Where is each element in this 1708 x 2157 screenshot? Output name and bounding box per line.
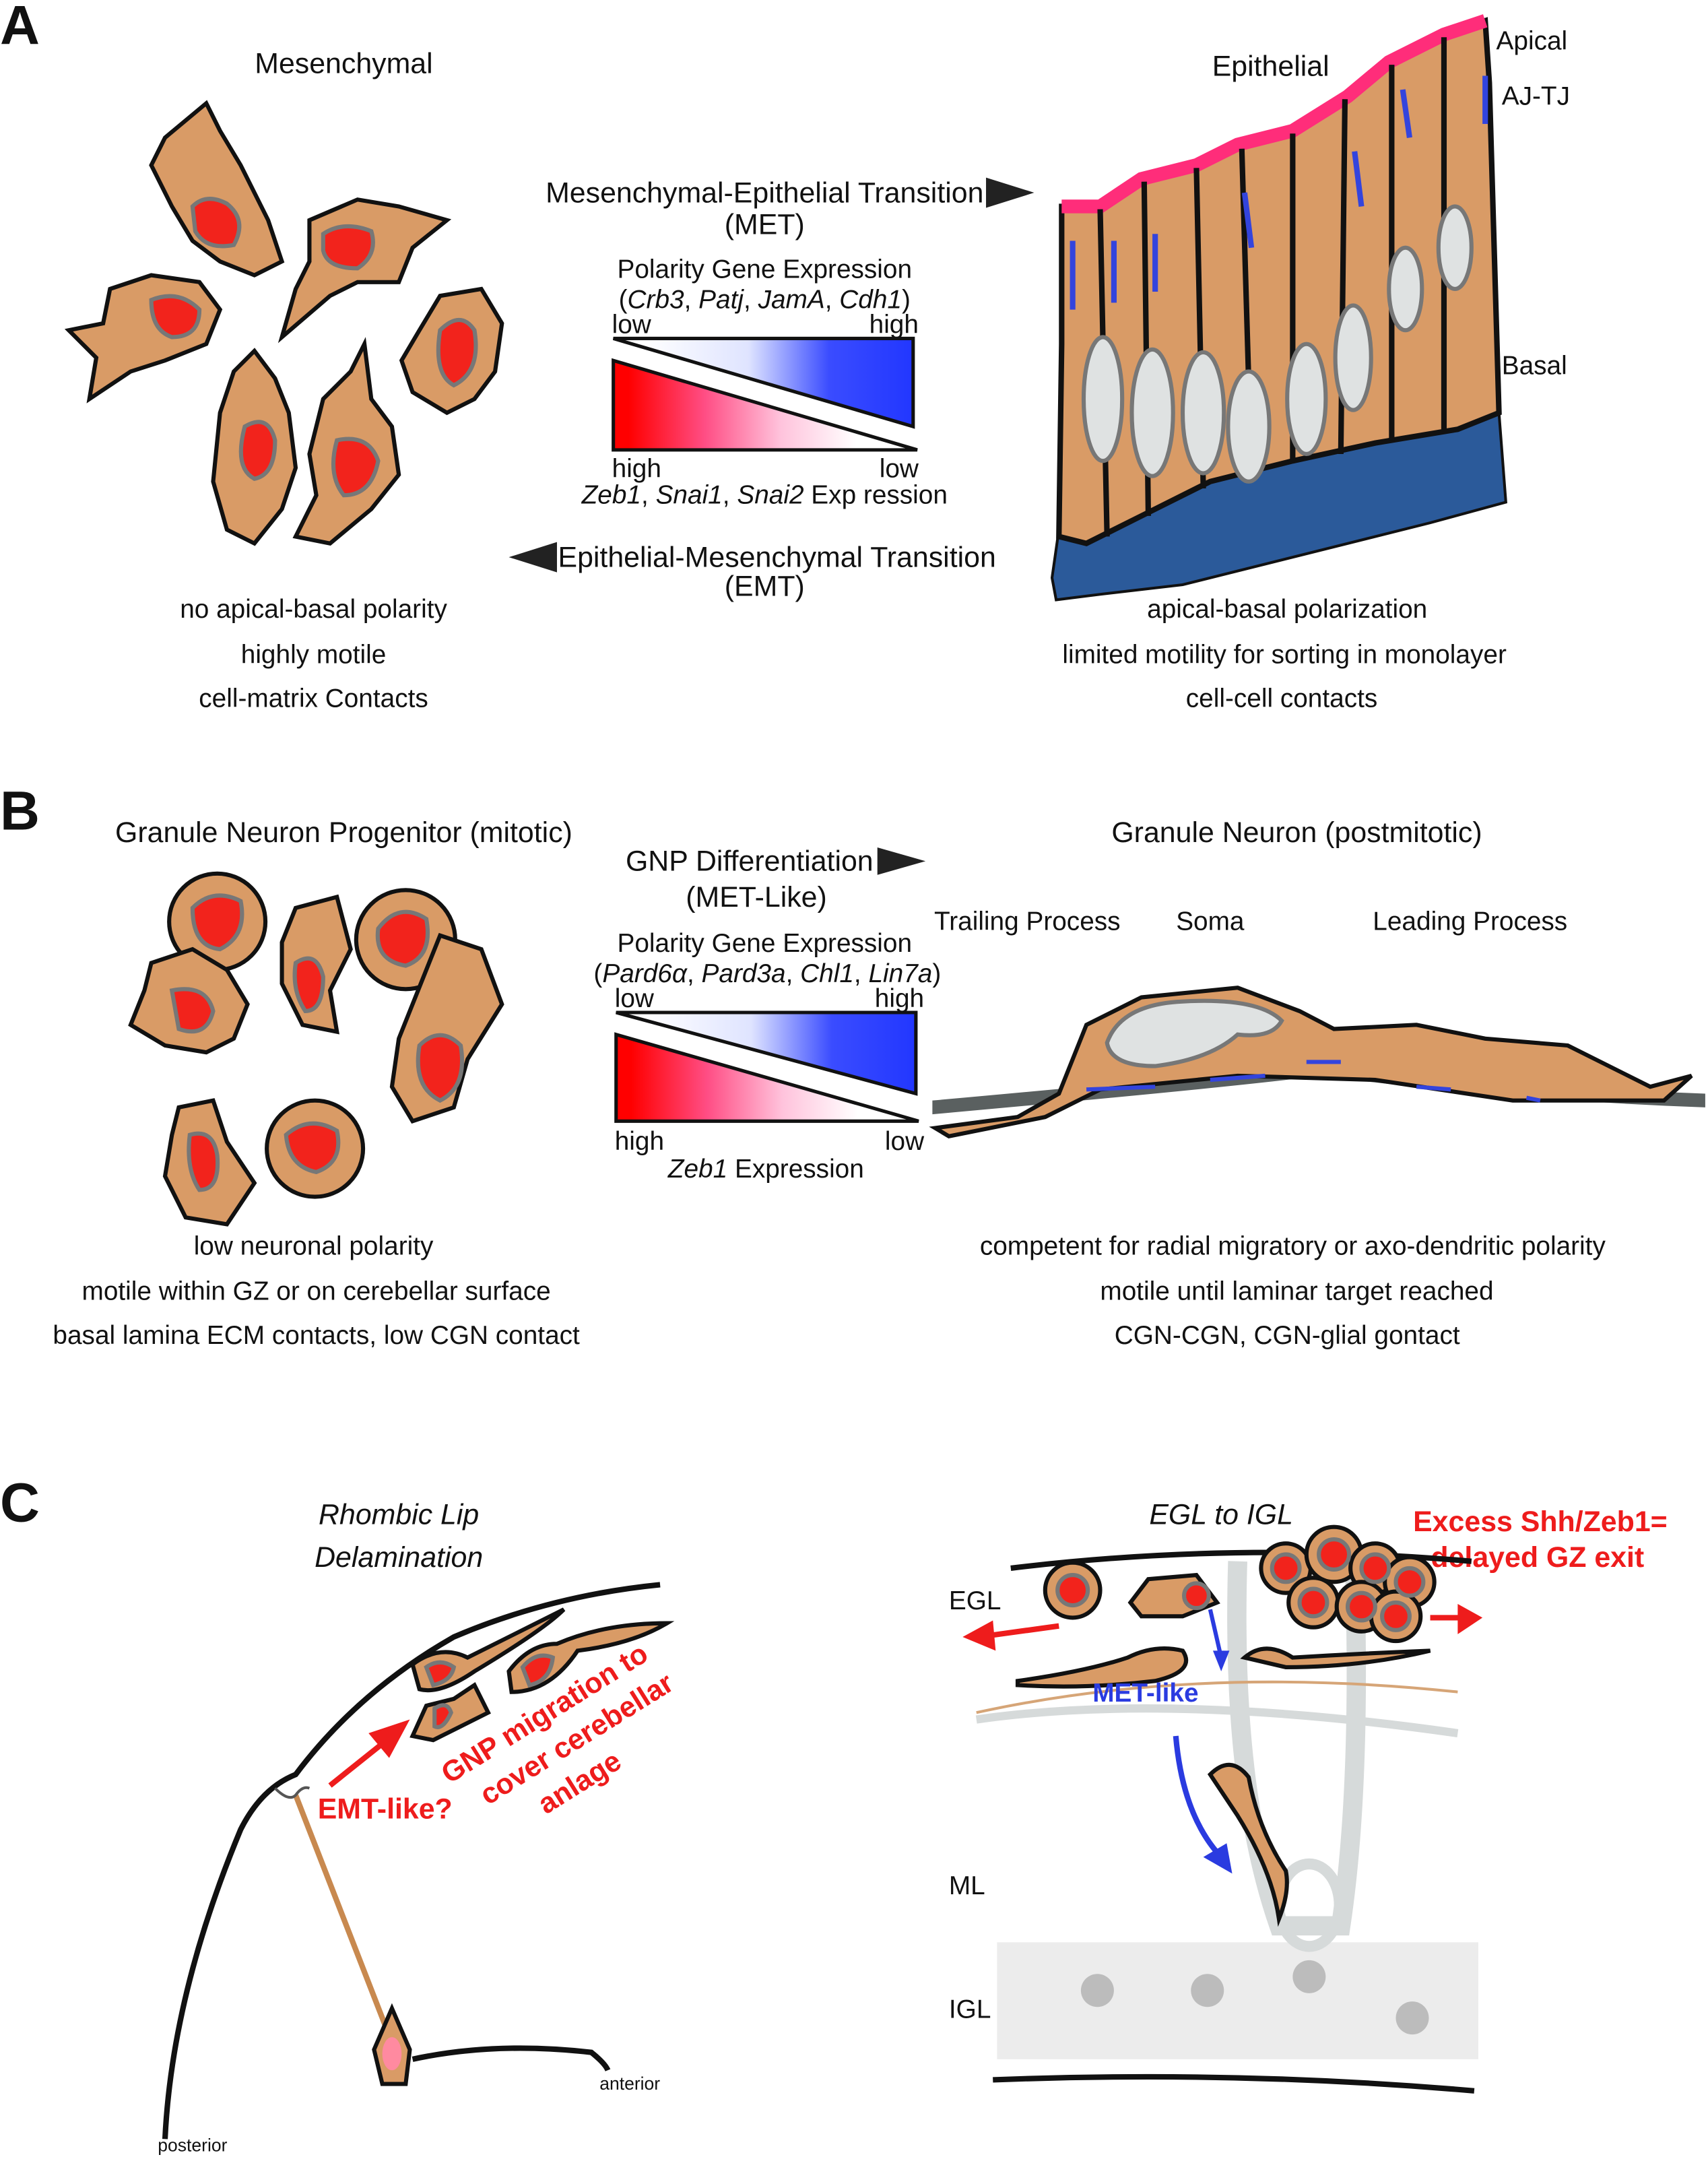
aj-tj-label: AJ-TJ [1502,82,1570,110]
low-label-b-bottom: low [885,1127,925,1156]
gnp-differentiation-title: GNP Differentiation [626,845,874,878]
gnp-captions: low neuronal polarity motile within GZ o… [53,1231,580,1350]
caption: low neuronal polarity [194,1231,434,1260]
granule-neuron-title: Granule Neuron (postmitotic) [1111,816,1482,849]
igl-label: IGL [949,1995,991,2024]
panel-label-a: A [0,0,40,57]
granule-neuron-captions: competent for radial migratory or axo-de… [980,1231,1606,1350]
delamination-title: Delamination [315,1541,483,1574]
met-like-abbr: (MET-Like) [686,881,827,913]
low-label-b-top: low [615,984,655,1013]
epithelium-diagram [1050,14,1508,602]
high-label-a-bottom: high [612,455,661,484]
caption: motile until laminar target reached [1100,1277,1493,1306]
egl-label: EGL [949,1586,1001,1615]
caption: basal lamina ECM contacts, low CGN conta… [53,1321,580,1350]
differentiation-arrow-icon [877,847,926,875]
rhombic-lip-title: Rhombic Lip [319,1499,479,1531]
caption: apical-basal polarization [1147,595,1427,624]
polarity-gradient-wedge-b [616,1010,918,1096]
caption: motile within GZ or on cerebellar surfac… [82,1277,551,1306]
emt-title: Epithelial-Mesenchymal Transition [558,541,995,573]
high-label-b-top: high [875,984,924,1013]
granule-neuron-diagram [929,986,1705,1138]
caption: no apical-basal polarity [180,595,447,624]
met-title: Mesenchymal-Epithelial Transition [546,176,983,209]
anterior-label: anterior [599,2073,660,2094]
emt-tf-gradient-wedge [612,358,918,452]
red-arrow-icon [1457,1603,1483,1634]
polarity-title-b: Polarity Gene Expression [617,929,912,958]
polarity-genes-a: (Crb3, Patj, JamA, Cdh1) [619,286,911,315]
polarity-gradient-wedge [612,336,915,429]
caption: highly motile [241,640,387,669]
zeb1-gradient-wedge [614,1032,919,1123]
ml-label: ML [949,1871,985,1900]
met-like-label: MET-like [1092,1679,1198,1708]
caption: competent for radial migratory or axo-de… [980,1231,1606,1260]
low-label-a-bottom: low [880,455,919,484]
blue-arrow-icon [1203,1843,1233,1874]
epithelial-title: Epithelial [1212,50,1329,82]
basal-label: Basal [1502,352,1567,381]
met-abbr: (MET) [725,208,805,240]
posterior-label: posterior [158,2135,227,2156]
emt-arrow-icon [508,542,557,573]
high-label-b-bottom: high [615,1127,664,1156]
caption: cell-matrix Contacts [199,684,428,713]
polarity-title-a: Polarity Gene Expression [617,255,912,284]
panel-label-b: B [0,780,40,841]
mesenchymal-title: Mesenchymal [255,47,432,79]
trailing-process-label: Trailing Process [934,907,1121,936]
red-arrow-icon [962,1620,996,1651]
delayed-gz-exit-label: delayed GZ exit [1431,1541,1644,1574]
soma-label: Soma [1176,907,1245,936]
polarity-genes-b: (Pard6α, Pard3a, Chl1, Lin7a) [593,959,941,988]
gnp-title: Granule Neuron Progenitor (mitotic) [115,816,572,849]
egl-igl-diagram [962,1524,1483,2094]
emt-genes-a: Zeb1, Snai1, Snai2 Exp ression [581,480,948,509]
panel-label-c: C [0,1472,40,1533]
rhombic-lip-diagram [162,1582,675,2139]
emt-like-label: EMT-like? [318,1793,453,1826]
zeb1-expression-label: Zeb1 Expression [667,1155,864,1184]
epithelial-captions: apical-basal polarization limited motili… [1062,595,1507,713]
gnp-cells [128,871,504,1227]
leading-process-label: Leading Process [1373,907,1567,936]
emt-abbr: (EMT) [725,570,805,602]
caption: cell-cell contacts [1186,684,1378,713]
met-arrow-icon [986,177,1034,208]
caption: CGN-CGN, CGN-glial gontact [1115,1321,1460,1350]
mesenchymal-cells [64,100,504,546]
excess-shh-label: Excess Shh/Zeb1= [1413,1506,1668,1538]
caption: limited motility for sorting in monolaye… [1062,640,1507,669]
apical-label: Apical [1497,27,1568,56]
low-label-a-top: low [612,310,652,339]
high-label-a-top: high [869,310,919,339]
egl-to-igl-title: EGL to IGL [1149,1499,1293,1531]
mesenchymal-captions: no apical-basal polarity highly motile c… [180,595,447,713]
blue-arrow-icon [1212,1650,1230,1672]
apical-surface [1061,14,1488,214]
